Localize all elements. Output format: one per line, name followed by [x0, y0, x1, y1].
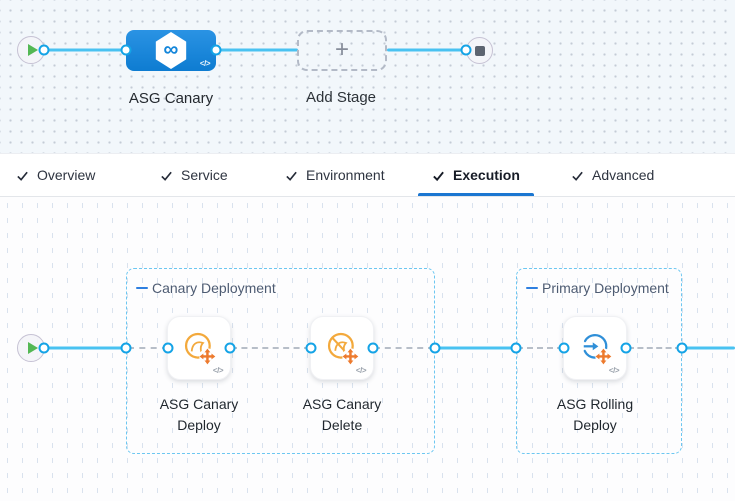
check-icon: [161, 171, 172, 181]
collapse-dash-icon[interactable]: [136, 286, 148, 290]
tab-environment[interactable]: Environment: [285, 154, 385, 196]
tab-label: Overview: [37, 167, 96, 183]
collapse-dash-icon[interactable]: [526, 286, 538, 290]
exec-connector-line: [44, 346, 127, 350]
stage-connector-line: [387, 48, 467, 52]
stage-name-label: ASG Canary: [128, 90, 214, 107]
exec-dashed-line: [517, 347, 563, 349]
asg-canary-delete-icon: [327, 332, 359, 365]
infinity-glyph: ∞: [163, 38, 179, 61]
stop-icon: [474, 45, 485, 56]
step-name-label: ASG Canary Delete: [302, 396, 382, 433]
group-title: Primary Deployment: [526, 280, 669, 296]
plus-icon: +: [334, 35, 349, 63]
connector-dot[interactable]: [510, 342, 522, 354]
asg-rolling-deploy-icon: [582, 333, 612, 365]
code-icon[interactable]: </>: [199, 59, 211, 68]
play-icon: [27, 342, 38, 354]
connector-dot[interactable]: [120, 44, 132, 56]
exec-dashed-line: [128, 347, 168, 349]
connector-dot[interactable]: [429, 342, 441, 354]
step-asg-canary-delete[interactable]: </>: [310, 316, 374, 380]
check-icon: [286, 171, 297, 181]
tab-execution[interactable]: Execution: [418, 154, 534, 196]
group-title-label: Canary Deployment: [152, 280, 276, 296]
step-group-canary-deployment[interactable]: Canary Deployment: [126, 268, 435, 454]
code-icon[interactable]: </>: [355, 366, 367, 375]
connector-dot[interactable]: [305, 342, 317, 354]
step-name-label: ASG Canary Deploy: [159, 396, 239, 433]
tab-advanced[interactable]: Advanced: [571, 154, 654, 196]
connector-dot[interactable]: [558, 342, 570, 354]
stage-canvas[interactable]: ∞ </> + ASG Canary Add Stage: [0, 0, 735, 153]
group-title: Canary Deployment: [136, 280, 276, 296]
play-icon: [27, 44, 38, 56]
tab-service[interactable]: Service: [160, 154, 228, 196]
execution-canvas[interactable]: Canary Deployment Primary Deployment: [0, 197, 735, 501]
stage-connector-line: [44, 48, 127, 52]
connector-dot[interactable]: [210, 44, 222, 56]
connector-dot[interactable]: [676, 342, 688, 354]
asg-canary-deploy-icon: [184, 332, 216, 365]
step-asg-canary-deploy[interactable]: </>: [167, 316, 231, 380]
check-icon: [433, 171, 444, 181]
harness-cd-hexagon-icon: ∞: [155, 32, 187, 69]
step-name-label: ASG Rolling Deploy: [556, 396, 634, 433]
tab-overview[interactable]: Overview: [16, 154, 95, 196]
exec-dashed-line: [374, 347, 434, 349]
check-icon: [572, 171, 583, 181]
stage-config-tabs: Overview Service Environment Execution A…: [0, 153, 735, 197]
tab-label: Environment: [306, 167, 385, 183]
connector-dot[interactable]: [162, 342, 174, 354]
code-icon[interactable]: </>: [212, 366, 224, 375]
stage-node-asg-canary[interactable]: ∞ </>: [126, 30, 216, 71]
tab-label: Service: [181, 167, 228, 183]
check-icon: [17, 171, 28, 181]
connector-dot[interactable]: [120, 342, 132, 354]
exec-dashed-line: [231, 347, 310, 349]
add-stage-button[interactable]: +: [297, 30, 387, 71]
connector-dot[interactable]: [38, 44, 50, 56]
exec-connector-line: [682, 346, 735, 350]
connector-dot[interactable]: [224, 342, 236, 354]
step-asg-rolling-deploy[interactable]: </>: [563, 316, 627, 380]
stage-connector-line: [216, 48, 298, 52]
connector-dot[interactable]: [38, 342, 50, 354]
code-icon[interactable]: </>: [608, 366, 620, 375]
exec-connector-line: [435, 346, 516, 350]
connector-dot[interactable]: [620, 342, 632, 354]
tab-label: Advanced: [592, 167, 655, 183]
connector-dot[interactable]: [367, 342, 379, 354]
exec-dashed-line: [628, 347, 681, 349]
add-stage-label: Add Stage: [305, 89, 377, 106]
tab-label: Execution: [453, 167, 520, 183]
step-group-primary-deployment[interactable]: Primary Deployment: [516, 268, 682, 454]
connector-dot[interactable]: [460, 44, 472, 56]
group-title-label: Primary Deployment: [542, 280, 669, 296]
